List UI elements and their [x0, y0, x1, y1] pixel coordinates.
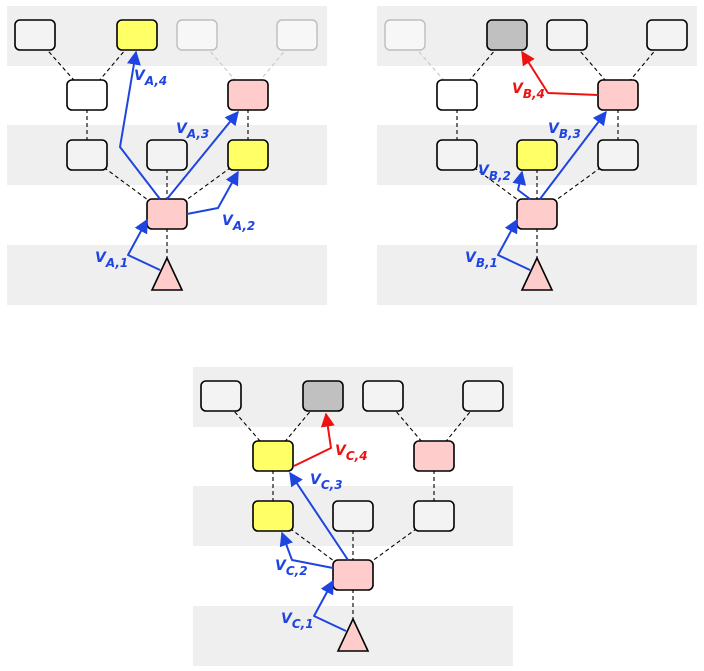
node-current — [227, 79, 269, 111]
vector-b-1-arrow — [497, 218, 531, 271]
node-highlight — [486, 19, 528, 51]
vector-b-2-arrow — [512, 170, 531, 200]
panel-b-vectors: VB,1 VB,2 VB,3 VB,4 — [465, 50, 607, 271]
vector-a-2-label: VA,2 — [222, 213, 255, 233]
vector-a-3-arrow — [166, 110, 239, 200]
panel-a-nodes — [14, 19, 318, 291]
node-default — [66, 139, 108, 171]
node-selected — [252, 500, 294, 532]
node-default — [436, 139, 478, 171]
vector-c-4-label: VC,4 — [335, 443, 368, 463]
vector-a-1-arrow — [127, 218, 161, 271]
node-default — [362, 380, 404, 412]
root-triangle — [336, 617, 370, 652]
vector-b-1-label: VB,1 — [465, 250, 498, 270]
node-default — [14, 19, 56, 51]
node-default — [332, 500, 374, 532]
node-default — [200, 380, 242, 412]
node-default — [413, 500, 455, 532]
node-faint — [384, 19, 426, 51]
vector-b-2-label: VB,2 — [478, 163, 511, 183]
panel-a: VA,1 VA,2 VA,3 VA,4 — [7, 6, 327, 305]
vector-c-1-arrow — [313, 579, 347, 632]
vector-c-4-arrow — [293, 412, 335, 467]
vector-b-3-arrow — [539, 110, 607, 200]
node-default — [436, 79, 478, 111]
node-default — [462, 380, 504, 412]
vector-a-4-arrow — [119, 50, 161, 200]
node-default — [66, 79, 108, 111]
vector-a-3-label: VA,3 — [176, 121, 209, 141]
node-selected — [116, 19, 158, 51]
vector-b-4-label: VB,4 — [512, 81, 545, 101]
vector-c-3-label: VC,3 — [310, 472, 343, 492]
node-default — [146, 139, 188, 171]
node-current — [413, 440, 455, 472]
node-selected — [516, 139, 558, 171]
node-current — [332, 559, 374, 591]
node-highlight — [302, 380, 344, 412]
node-faint — [276, 19, 318, 51]
vector-a-1-label: VA,1 — [95, 250, 128, 270]
vector-c-2-label: VC,2 — [275, 558, 308, 578]
vector-b-3-label: VB,3 — [548, 121, 581, 141]
panel-c: VC,1 VC,2 VC,3 VC,4 — [193, 367, 513, 666]
vector-c-2-arrow — [279, 531, 334, 569]
root-triangle — [520, 256, 554, 291]
vector-c-3-arrow — [289, 471, 349, 561]
panel-a-vectors: VA,1 VA,2 VA,3 VA,4 — [95, 50, 255, 271]
panel-c-bands — [193, 367, 513, 666]
band-level-4 — [377, 6, 697, 66]
band-level-4 — [7, 6, 327, 66]
vector-a-2-arrow — [186, 170, 239, 215]
band-level-4 — [193, 367, 513, 427]
panel-c-vectors: VC,1 VC,2 VC,3 VC,4 — [275, 412, 368, 632]
node-default — [546, 19, 588, 51]
node-default — [597, 139, 639, 171]
vector-a-4-label: VA,4 — [134, 68, 167, 88]
node-selected — [227, 139, 269, 171]
vector-c-1-label: VC,1 — [281, 611, 314, 631]
vector-b-4-arrow — [521, 50, 599, 96]
node-faint — [176, 19, 218, 51]
panel-b-nodes — [384, 19, 688, 291]
node-selected — [252, 440, 294, 472]
panel-b: VB,1 VB,2 VB,3 VB,4 — [377, 6, 697, 305]
node-current — [146, 198, 188, 230]
root-triangle — [150, 256, 184, 291]
node-current — [516, 198, 558, 230]
node-default — [646, 19, 688, 51]
node-current — [597, 79, 639, 111]
panel-c-nodes — [200, 380, 504, 652]
